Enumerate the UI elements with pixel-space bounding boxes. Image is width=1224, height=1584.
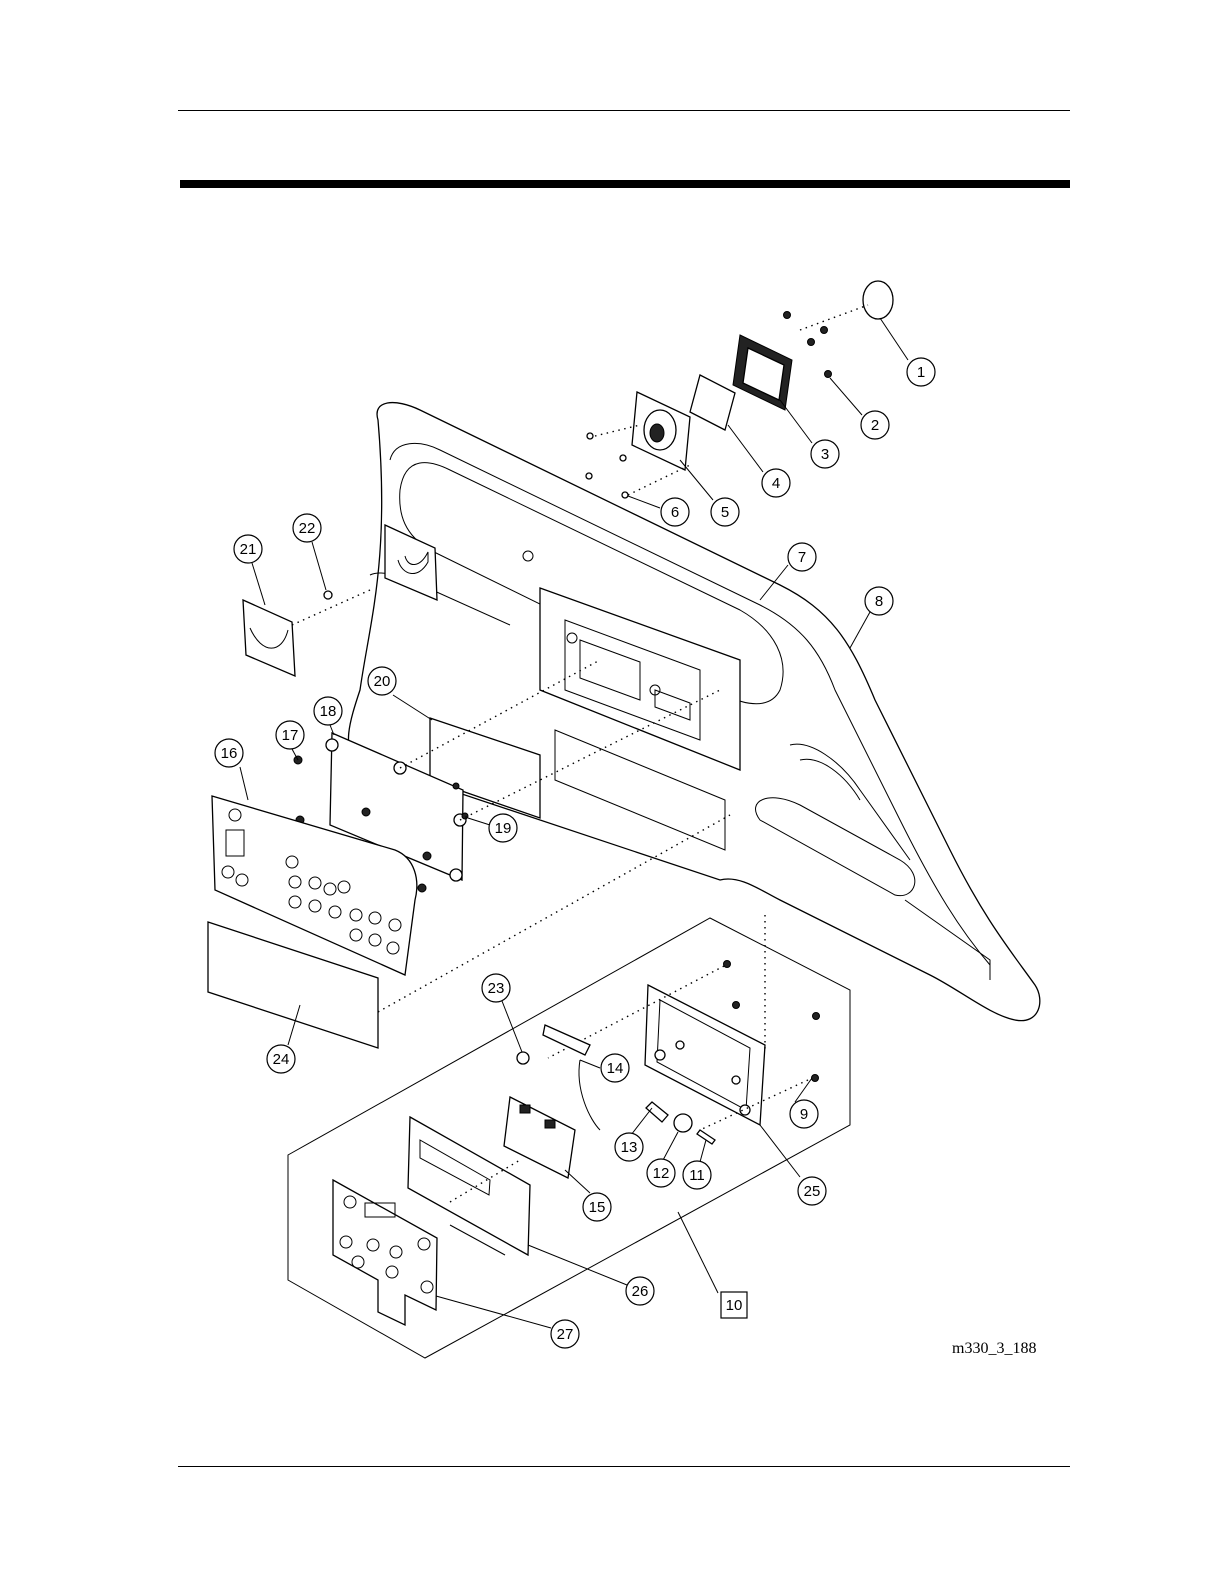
callout-26: 26	[626, 1277, 654, 1305]
callout-8-label: 8	[875, 593, 883, 610]
speaker-assembly	[586, 281, 893, 498]
callout-20-label: 20	[374, 673, 391, 690]
handle-insert	[243, 600, 295, 676]
footer-rule	[178, 1466, 1070, 1467]
callout-11: 11	[683, 1161, 711, 1189]
wire-harness	[543, 1025, 590, 1055]
callout-25: 25	[798, 1177, 826, 1205]
callout-2: 2	[861, 411, 889, 439]
button-overlay	[333, 1180, 437, 1325]
callout-2-label: 2	[871, 417, 879, 434]
callout-24-label: 24	[273, 1051, 290, 1068]
callout-14-label: 14	[607, 1060, 624, 1077]
callout-22-label: 22	[299, 520, 316, 537]
callout-5-label: 5	[721, 504, 729, 521]
knob	[674, 1114, 692, 1132]
control-pcb	[504, 1097, 575, 1178]
callout-3: 3	[811, 440, 839, 468]
callout-20: 20	[368, 667, 396, 695]
callout-13: 13	[615, 1133, 643, 1161]
callout-24: 24	[267, 1045, 295, 1073]
callout-4: 4	[762, 469, 790, 497]
callout-18: 18	[314, 697, 342, 725]
callout-13-label: 13	[621, 1139, 638, 1156]
console-housing	[348, 403, 1039, 1021]
callout-10-label: 10	[726, 1297, 743, 1314]
callout-7: 7	[788, 543, 816, 571]
callout-9: 9	[790, 1100, 818, 1128]
callout-5: 5	[711, 498, 739, 526]
callout-10: 10	[721, 1292, 747, 1318]
nut	[517, 1052, 529, 1064]
callout-23: 23	[482, 974, 510, 1002]
callout-4-label: 4	[772, 475, 780, 492]
callout-14: 14	[601, 1054, 629, 1082]
callout-17-label: 17	[282, 727, 299, 744]
speaker-cap	[863, 281, 893, 319]
callout-12-label: 12	[653, 1165, 670, 1182]
callout-27: 27	[551, 1320, 579, 1348]
callout-17: 17	[276, 721, 304, 749]
callout-6: 6	[661, 498, 689, 526]
callout-1-label: 1	[917, 364, 925, 381]
callout-15-label: 15	[589, 1199, 606, 1216]
callout-1: 1	[907, 358, 935, 386]
callout-19: 19	[489, 814, 517, 842]
callout-16: 16	[215, 739, 243, 767]
callout-16-label: 16	[221, 745, 238, 762]
callout-3-label: 3	[821, 446, 829, 463]
callout-21-label: 21	[240, 541, 257, 558]
figure-id: m330_3_188	[952, 1340, 1036, 1358]
callout-12: 12	[647, 1159, 675, 1187]
callout-18-label: 18	[320, 703, 337, 720]
callout-9-label: 9	[800, 1106, 808, 1123]
callout-11-label: 11	[689, 1167, 705, 1184]
callout-27-label: 27	[557, 1326, 574, 1343]
callout-19-label: 19	[495, 820, 512, 837]
callout-26-label: 26	[632, 1283, 649, 1300]
callout-6-label: 6	[671, 504, 679, 521]
callout-8: 8	[865, 587, 893, 615]
callout-22: 22	[293, 514, 321, 542]
callout-15: 15	[583, 1193, 611, 1221]
callout-25-label: 25	[804, 1183, 821, 1200]
callout-23-label: 23	[488, 980, 505, 997]
callout-21: 21	[234, 535, 262, 563]
callout-7-label: 7	[798, 549, 806, 566]
speaker-gasket	[690, 375, 735, 430]
